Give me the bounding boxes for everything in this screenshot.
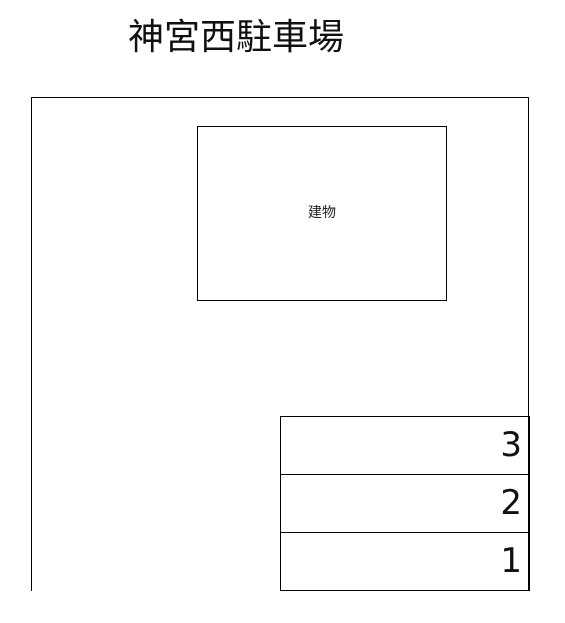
parking-space-number: 2 — [500, 483, 522, 523]
parking-spaces: 3 2 1 — [280, 416, 530, 591]
building-label: 建物 — [308, 205, 336, 221]
parking-space-number: 3 — [500, 425, 522, 465]
parking-space-1: 1 — [280, 532, 530, 591]
building: 建物 — [197, 126, 447, 301]
parking-lot-boundary — [31, 97, 529, 591]
parking-space-3: 3 — [280, 416, 530, 475]
parking-space-number: 1 — [500, 541, 522, 581]
parking-space-2: 2 — [280, 474, 530, 533]
page-title: 神宮西駐車場 — [128, 17, 345, 58]
